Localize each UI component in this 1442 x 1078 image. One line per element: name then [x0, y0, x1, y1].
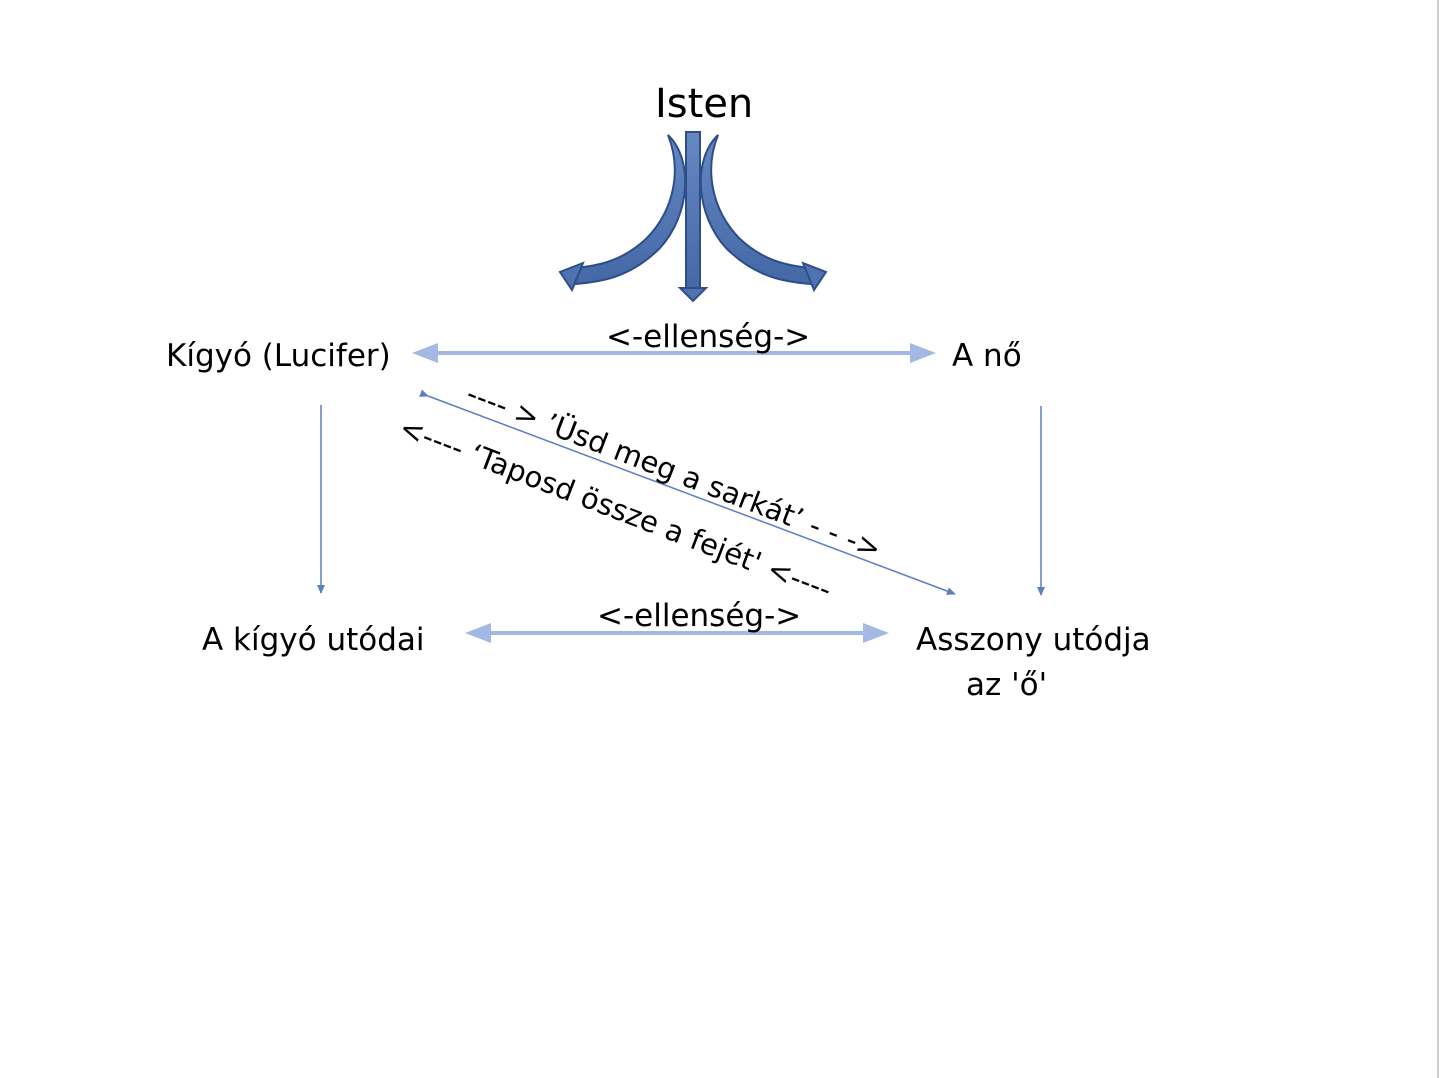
node-woman-offspring-line2: az 'ő' — [966, 667, 1048, 703]
right-curved-arrow-shape — [699, 134, 828, 293]
enmity-top-double-arrow — [412, 343, 936, 363]
diagonal-double-arrow — [419, 389, 956, 595]
down-arrow-shape — [677, 131, 709, 303]
node-woman: A nő — [952, 338, 1022, 374]
node-isten: Isten — [655, 81, 754, 127]
left-curved-arrow-shape — [558, 134, 687, 293]
node-serpent: Kígyó (Lucifer) — [166, 338, 391, 374]
node-woman-offspring-line1: Asszony utódja — [916, 622, 1151, 658]
enmity-top-label: <-ellenség-> — [606, 319, 811, 355]
three-way-arrow-icon — [558, 131, 828, 303]
enmity-bottom-double-arrow — [465, 623, 889, 643]
node-serpent-offspring: A kígyó utódai — [202, 622, 425, 658]
page-edge-line — [1437, 0, 1439, 1078]
enmity-bottom-label: <-ellenség-> — [597, 598, 802, 634]
